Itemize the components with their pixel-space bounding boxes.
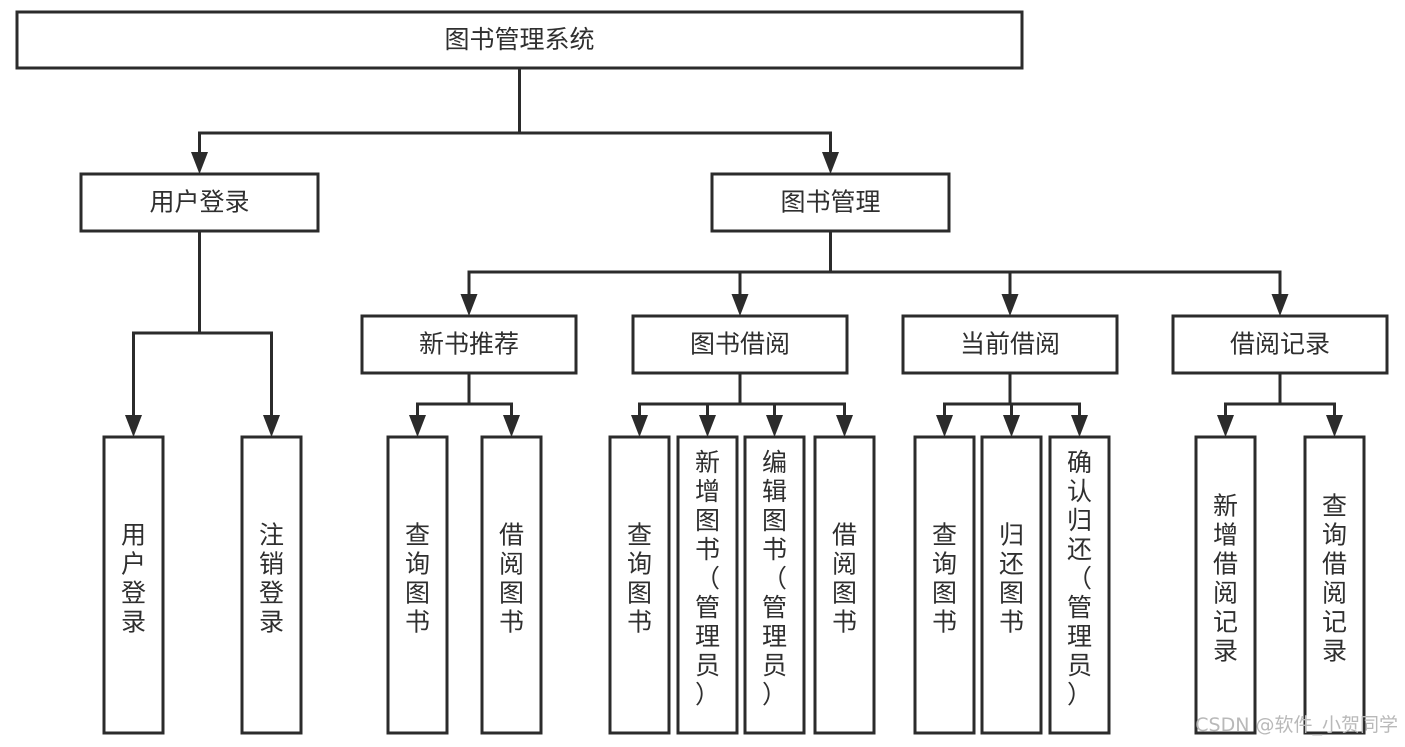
node-label-book-manage: 图书管理 — [780, 188, 880, 217]
node-label-leaf-query-book-2: 查询图书 — [627, 521, 652, 637]
node-box-leaf-query-book-2[interactable] — [608, 435, 671, 735]
connector-root-to-user-login — [191, 68, 521, 174]
arrow-head-icon — [1271, 294, 1289, 316]
node-label-leaf-user-login: 用户登录 — [121, 521, 146, 637]
watermark-label: CSDN @软件_小贺同学 — [1195, 714, 1398, 736]
node-label-borrow-record: 借阅记录 — [1230, 330, 1330, 359]
node-root[interactable]: 图书管理系统 — [15, 10, 1024, 70]
arrow-head-icon — [503, 415, 520, 437]
node-leaf-query-book-1[interactable]: 查询图书 — [386, 435, 449, 735]
connector-user-login-to-leaf-user-logout — [198, 231, 280, 437]
node-new-book-recommend[interactable]: 新书推荐 — [360, 314, 578, 375]
node-book-manage[interactable]: 图书管理 — [710, 172, 951, 233]
node-leaf-add-book[interactable]: 新增图书（管理员） — [676, 435, 739, 735]
node-leaf-query-book-3[interactable]: 查询图书 — [913, 435, 976, 735]
node-leaf-borrow-book-2[interactable]: 借阅图书 — [813, 435, 876, 735]
node-label-new-book-recommend: 新书推荐 — [419, 330, 519, 359]
node-label-leaf-return-book: 归还图书 — [999, 521, 1024, 637]
connector-current-borrow-to-leaf-query-book-3 — [936, 373, 1012, 437]
node-box-root[interactable] — [15, 10, 1024, 70]
node-layer: 图书管理系统用户登录图书管理新书推荐图书借阅当前借阅借阅记录用户登录注销登录查询… — [15, 10, 1389, 735]
arrow-head-icon — [836, 415, 853, 437]
node-leaf-user-login[interactable]: 用户登录 — [102, 435, 165, 735]
node-leaf-query-record[interactable]: 查询借阅记录 — [1303, 435, 1366, 735]
node-leaf-add-record[interactable]: 新增借阅记录 — [1194, 435, 1257, 735]
arrow-head-icon — [1003, 415, 1020, 437]
node-box-book-manage[interactable] — [710, 172, 951, 233]
node-label-leaf-borrow-book-2: 借阅图书 — [832, 521, 857, 637]
arrow-head-icon — [409, 415, 426, 437]
node-label-leaf-borrow-book-1: 借阅图书 — [499, 521, 524, 637]
node-label-leaf-edit-book: 编辑图书（管理员） — [762, 448, 787, 709]
connector-user-login-to-leaf-user-login — [125, 231, 201, 437]
arrow-head-icon — [766, 415, 783, 437]
connector-borrow-record-to-leaf-add-record — [1217, 373, 1282, 437]
node-label-root: 图书管理系统 — [444, 25, 594, 54]
connector-new-book-recommend-to-leaf-borrow-book-1 — [467, 373, 520, 437]
arrow-head-icon — [263, 415, 280, 437]
node-leaf-edit-book[interactable]: 编辑图书（管理员） — [743, 435, 806, 735]
node-box-leaf-confirm-return[interactable] — [1048, 435, 1111, 735]
node-label-leaf-user-logout: 注销登录 — [259, 521, 284, 637]
arrow-head-icon — [1001, 294, 1019, 316]
connector-current-borrow-to-leaf-confirm-return — [1008, 373, 1088, 437]
arrow-head-icon — [631, 415, 648, 437]
arrow-head-icon — [731, 294, 749, 316]
node-label-leaf-query-book-3: 查询图书 — [932, 521, 957, 637]
node-leaf-confirm-return[interactable]: 确认归还（管理员） — [1048, 435, 1111, 735]
node-box-leaf-query-book-1[interactable] — [386, 435, 449, 735]
connector-book-manage-to-book-borrow — [731, 231, 832, 316]
node-leaf-return-book[interactable]: 归还图书 — [980, 435, 1043, 735]
node-box-current-borrow[interactable] — [901, 314, 1119, 375]
node-box-leaf-user-logout[interactable] — [240, 435, 303, 735]
node-user-login[interactable]: 用户登录 — [79, 172, 320, 233]
arrow-head-icon — [125, 415, 142, 437]
node-box-leaf-query-record[interactable] — [1303, 435, 1366, 735]
node-label-book-borrow: 图书借阅 — [690, 330, 790, 359]
node-book-borrow[interactable]: 图书借阅 — [631, 314, 849, 375]
node-label-leaf-add-record: 新增借阅记录 — [1213, 492, 1238, 666]
node-box-user-login[interactable] — [79, 172, 320, 233]
node-label-leaf-query-book-1: 查询图书 — [405, 521, 430, 637]
connector-new-book-recommend-to-leaf-query-book-1 — [409, 373, 471, 437]
arrow-head-icon — [1071, 415, 1088, 437]
node-box-leaf-add-record[interactable] — [1194, 435, 1257, 735]
node-box-leaf-borrow-book-1[interactable] — [480, 435, 543, 735]
node-box-leaf-query-book-3[interactable] — [913, 435, 976, 735]
connector-book-manage-to-borrow-record — [829, 231, 1289, 316]
arrow-head-icon — [936, 415, 953, 437]
arrow-head-icon — [699, 415, 716, 437]
node-leaf-borrow-book-1[interactable]: 借阅图书 — [480, 435, 543, 735]
node-label-leaf-confirm-return: 确认归还（管理员） — [1067, 448, 1092, 709]
connector-borrow-record-to-leaf-query-record — [1278, 373, 1343, 437]
arrow-head-icon — [191, 152, 208, 174]
node-label-leaf-add-book: 新增图书（管理员） — [695, 448, 720, 709]
node-box-leaf-return-book[interactable] — [980, 435, 1043, 735]
node-box-leaf-add-book[interactable] — [676, 435, 739, 735]
connector-book-borrow-to-leaf-borrow-book-2 — [738, 373, 853, 437]
node-box-leaf-borrow-book-2[interactable] — [813, 435, 876, 735]
node-leaf-user-logout[interactable]: 注销登录 — [240, 435, 303, 735]
node-box-new-book-recommend[interactable] — [360, 314, 578, 375]
node-leaf-query-book-2[interactable]: 查询图书 — [608, 435, 671, 735]
node-label-user-login: 用户登录 — [149, 188, 249, 217]
node-box-leaf-edit-book[interactable] — [743, 435, 806, 735]
arrow-head-icon — [822, 152, 839, 174]
node-label-leaf-query-record: 查询借阅记录 — [1322, 492, 1347, 666]
node-label-current-borrow: 当前借阅 — [960, 330, 1060, 359]
node-borrow-record[interactable]: 借阅记录 — [1171, 314, 1389, 375]
connector-root-to-book-manage — [518, 68, 839, 174]
arrow-head-icon — [1217, 415, 1234, 437]
node-box-borrow-record[interactable] — [1171, 314, 1389, 375]
connector-layer — [125, 68, 1343, 437]
arrow-head-icon — [460, 294, 478, 316]
node-current-borrow[interactable]: 当前借阅 — [901, 314, 1119, 375]
node-box-book-borrow[interactable] — [631, 314, 849, 375]
node-box-leaf-user-login[interactable] — [102, 435, 165, 735]
arrow-head-icon — [1326, 415, 1343, 437]
